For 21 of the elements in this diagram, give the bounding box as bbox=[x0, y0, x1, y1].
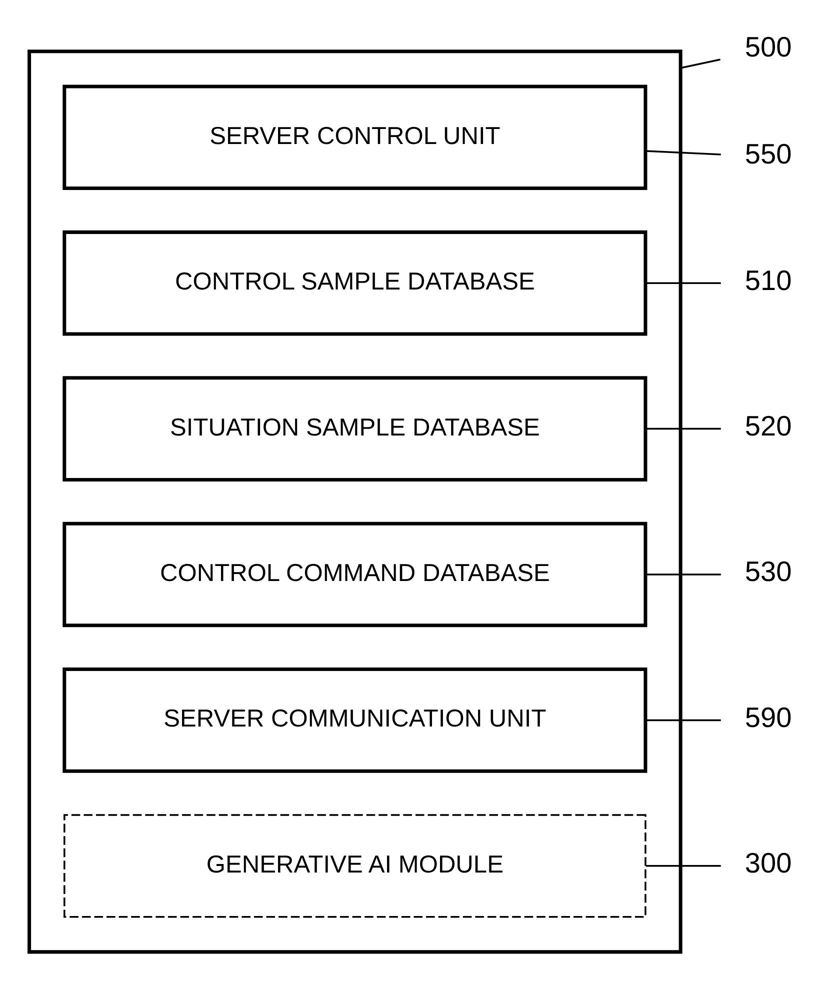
cluster bbox=[28, 49, 682, 954]
connector bbox=[646, 573, 721, 575]
connector bbox=[646, 282, 721, 284]
node-box: SERVER COMMUNICATION UNIT bbox=[62, 667, 648, 772]
connector bbox=[646, 718, 721, 721]
connector bbox=[646, 864, 721, 866]
node-text: 500 bbox=[744, 30, 792, 62]
node-text: 550 bbox=[744, 138, 792, 169]
node-text: 530 bbox=[744, 556, 792, 587]
node-box: SITUATION SAMPLE DATABASE bbox=[62, 376, 648, 481]
node-box: GENERATIVE AI MODULE bbox=[64, 814, 646, 918]
connector bbox=[680, 58, 720, 68]
connector bbox=[646, 427, 721, 430]
node-text: 300 bbox=[744, 847, 792, 878]
node-text: 590 bbox=[744, 701, 792, 732]
node-text: 510 bbox=[744, 264, 792, 296]
connector bbox=[646, 150, 721, 155]
node-text: 520 bbox=[744, 410, 792, 441]
node-box: SERVER CONTROL UNIT bbox=[62, 84, 648, 190]
node-box: CONTROL COMMAND DATABASE bbox=[62, 521, 648, 627]
node-box: CONTROL SAMPLE DATABASE bbox=[62, 230, 648, 336]
